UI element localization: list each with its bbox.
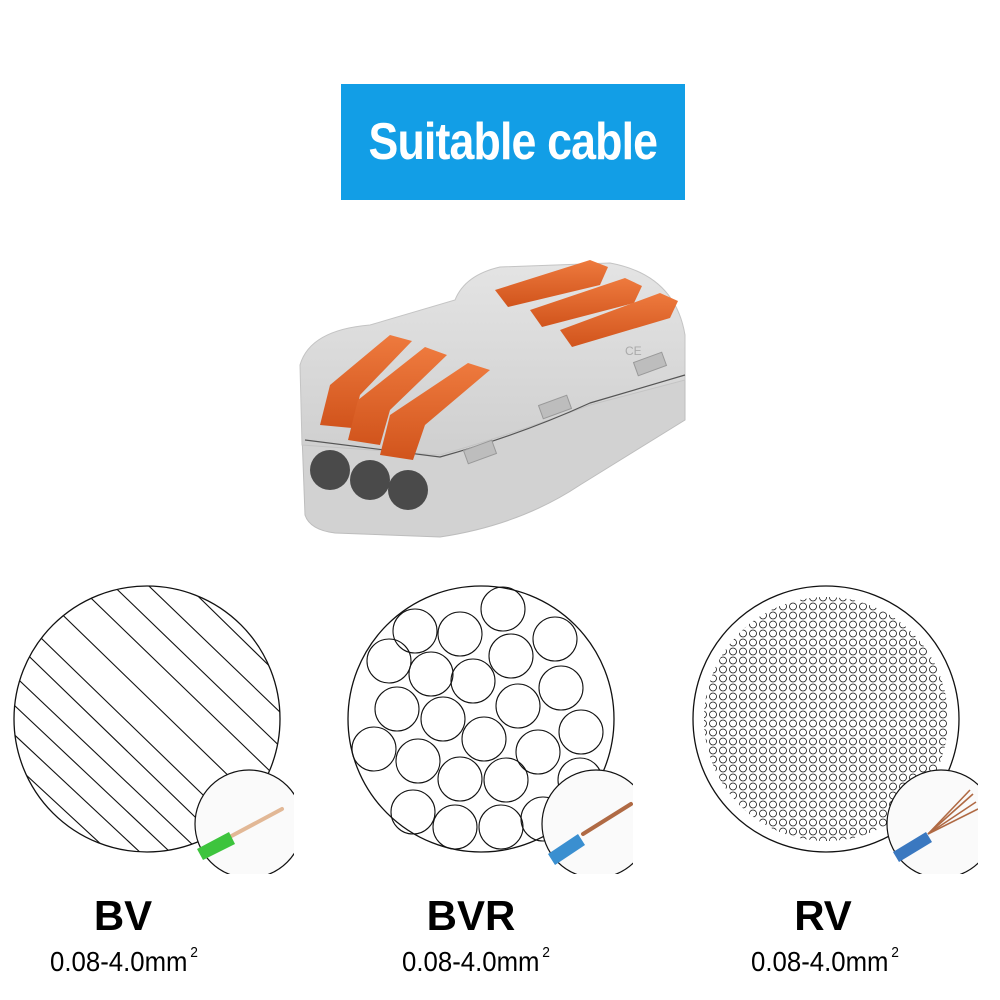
cable-type-rv: RV xyxy=(794,892,852,939)
rv-cross-section xyxy=(692,585,978,874)
cable-type-bv: BV xyxy=(93,892,153,939)
bvr-cross-section xyxy=(347,585,633,874)
banner-title: Suitable cable xyxy=(368,113,659,171)
wire-connector-image: CE xyxy=(299,260,686,538)
suitable-cable-banner: Suitable cable xyxy=(341,84,685,200)
cable-type-bvr: BVR xyxy=(426,892,516,939)
svg-text:CE: CE xyxy=(625,344,642,358)
bv-cross-section xyxy=(13,585,294,874)
